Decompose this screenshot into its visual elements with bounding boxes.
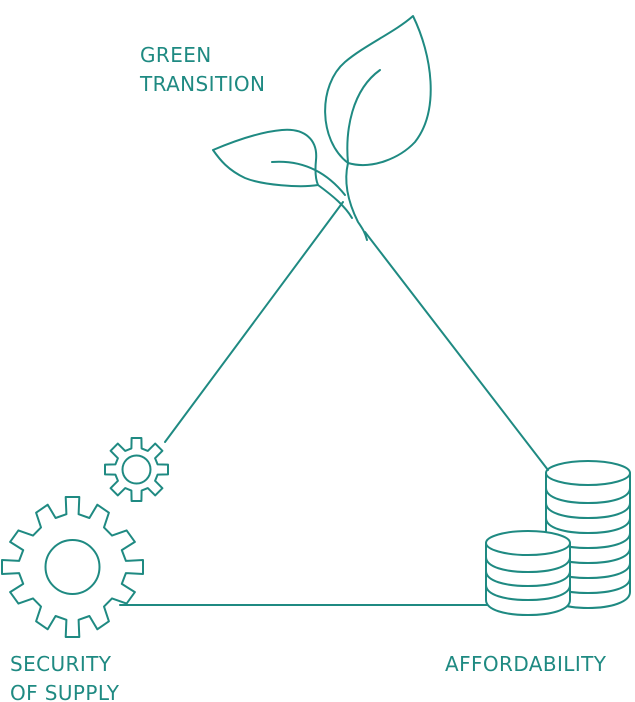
coin-stacks-icon — [485, 460, 631, 616]
edge-left — [164, 201, 344, 443]
label-security-of-supply: SECURITY OF SUPPLY — [10, 650, 119, 702]
label-affordability-line-1: AFFORDABILITY — [445, 652, 607, 676]
label-security-of-supply-line-2: OF SUPPLY — [10, 681, 120, 702]
edge-right — [364, 231, 549, 471]
plant-sprout-icon — [212, 15, 432, 241]
label-green-transition: GREEN TRANSITION — [140, 41, 265, 99]
coin-stack-short — [485, 530, 571, 616]
label-security-of-supply-line-1: SECURITY — [10, 652, 112, 676]
label-green-transition-line-1: GREEN — [140, 43, 212, 67]
label-affordability: AFFORDABILITY — [445, 650, 606, 679]
gears-icon — [1, 437, 169, 638]
label-green-transition-line-2: TRANSITION — [140, 72, 266, 96]
